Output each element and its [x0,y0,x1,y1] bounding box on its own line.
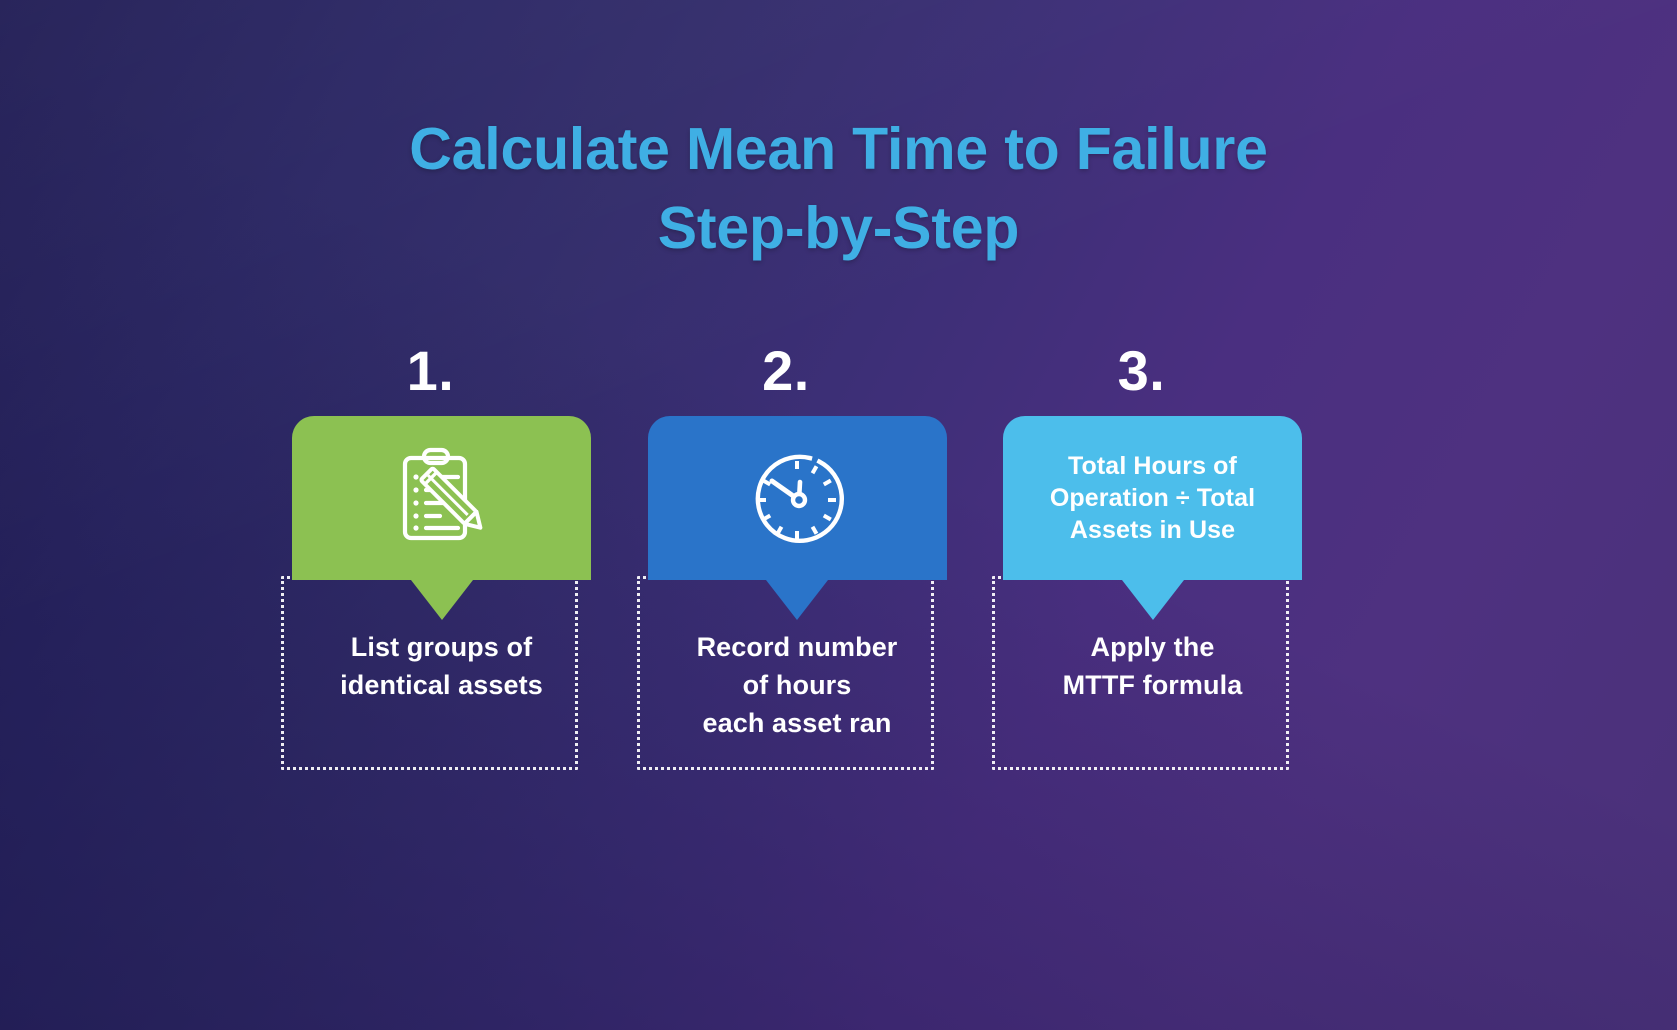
bubble-tail-1 [410,580,473,620]
step-bubble-3: Total Hours of Operation ÷ Total Assets … [1003,416,1302,620]
step-caption-2: Record number of hours each asset ran [696,632,898,738]
mttf-formula-text: Total Hours of Operation ÷ Total Assets … [1049,452,1256,544]
clock-icon [745,446,849,550]
step-caption-1: List groups of identical assets [340,632,543,700]
bubble-tail-2 [766,580,828,620]
page-title: Calculate Mean Time to Failure Step-by-S… [0,110,1677,268]
bubble-tail-3 [1121,580,1184,620]
step-caption-3: Apply the MTTF formula [1062,632,1243,700]
step-number-2: 2. [762,339,810,402]
step-bubble-2 [647,416,947,620]
clipboard-pencil-icon [390,446,494,550]
step-card-2: 2. [636,339,947,772]
step-card-3: 3. Total Hours of Operation ÷ Total Asse… [992,339,1302,772]
steps-row: 1. [281,339,1302,780]
step-number-3: 3. [1117,339,1166,402]
step-card-1: 1. [281,339,591,772]
title-line-1: Calculate Mean Time to Failure [409,116,1268,182]
step-number-1: 1. [406,339,455,402]
title-line-2: Step-by-Step [657,195,1020,261]
step-bubble-1 [292,416,591,620]
